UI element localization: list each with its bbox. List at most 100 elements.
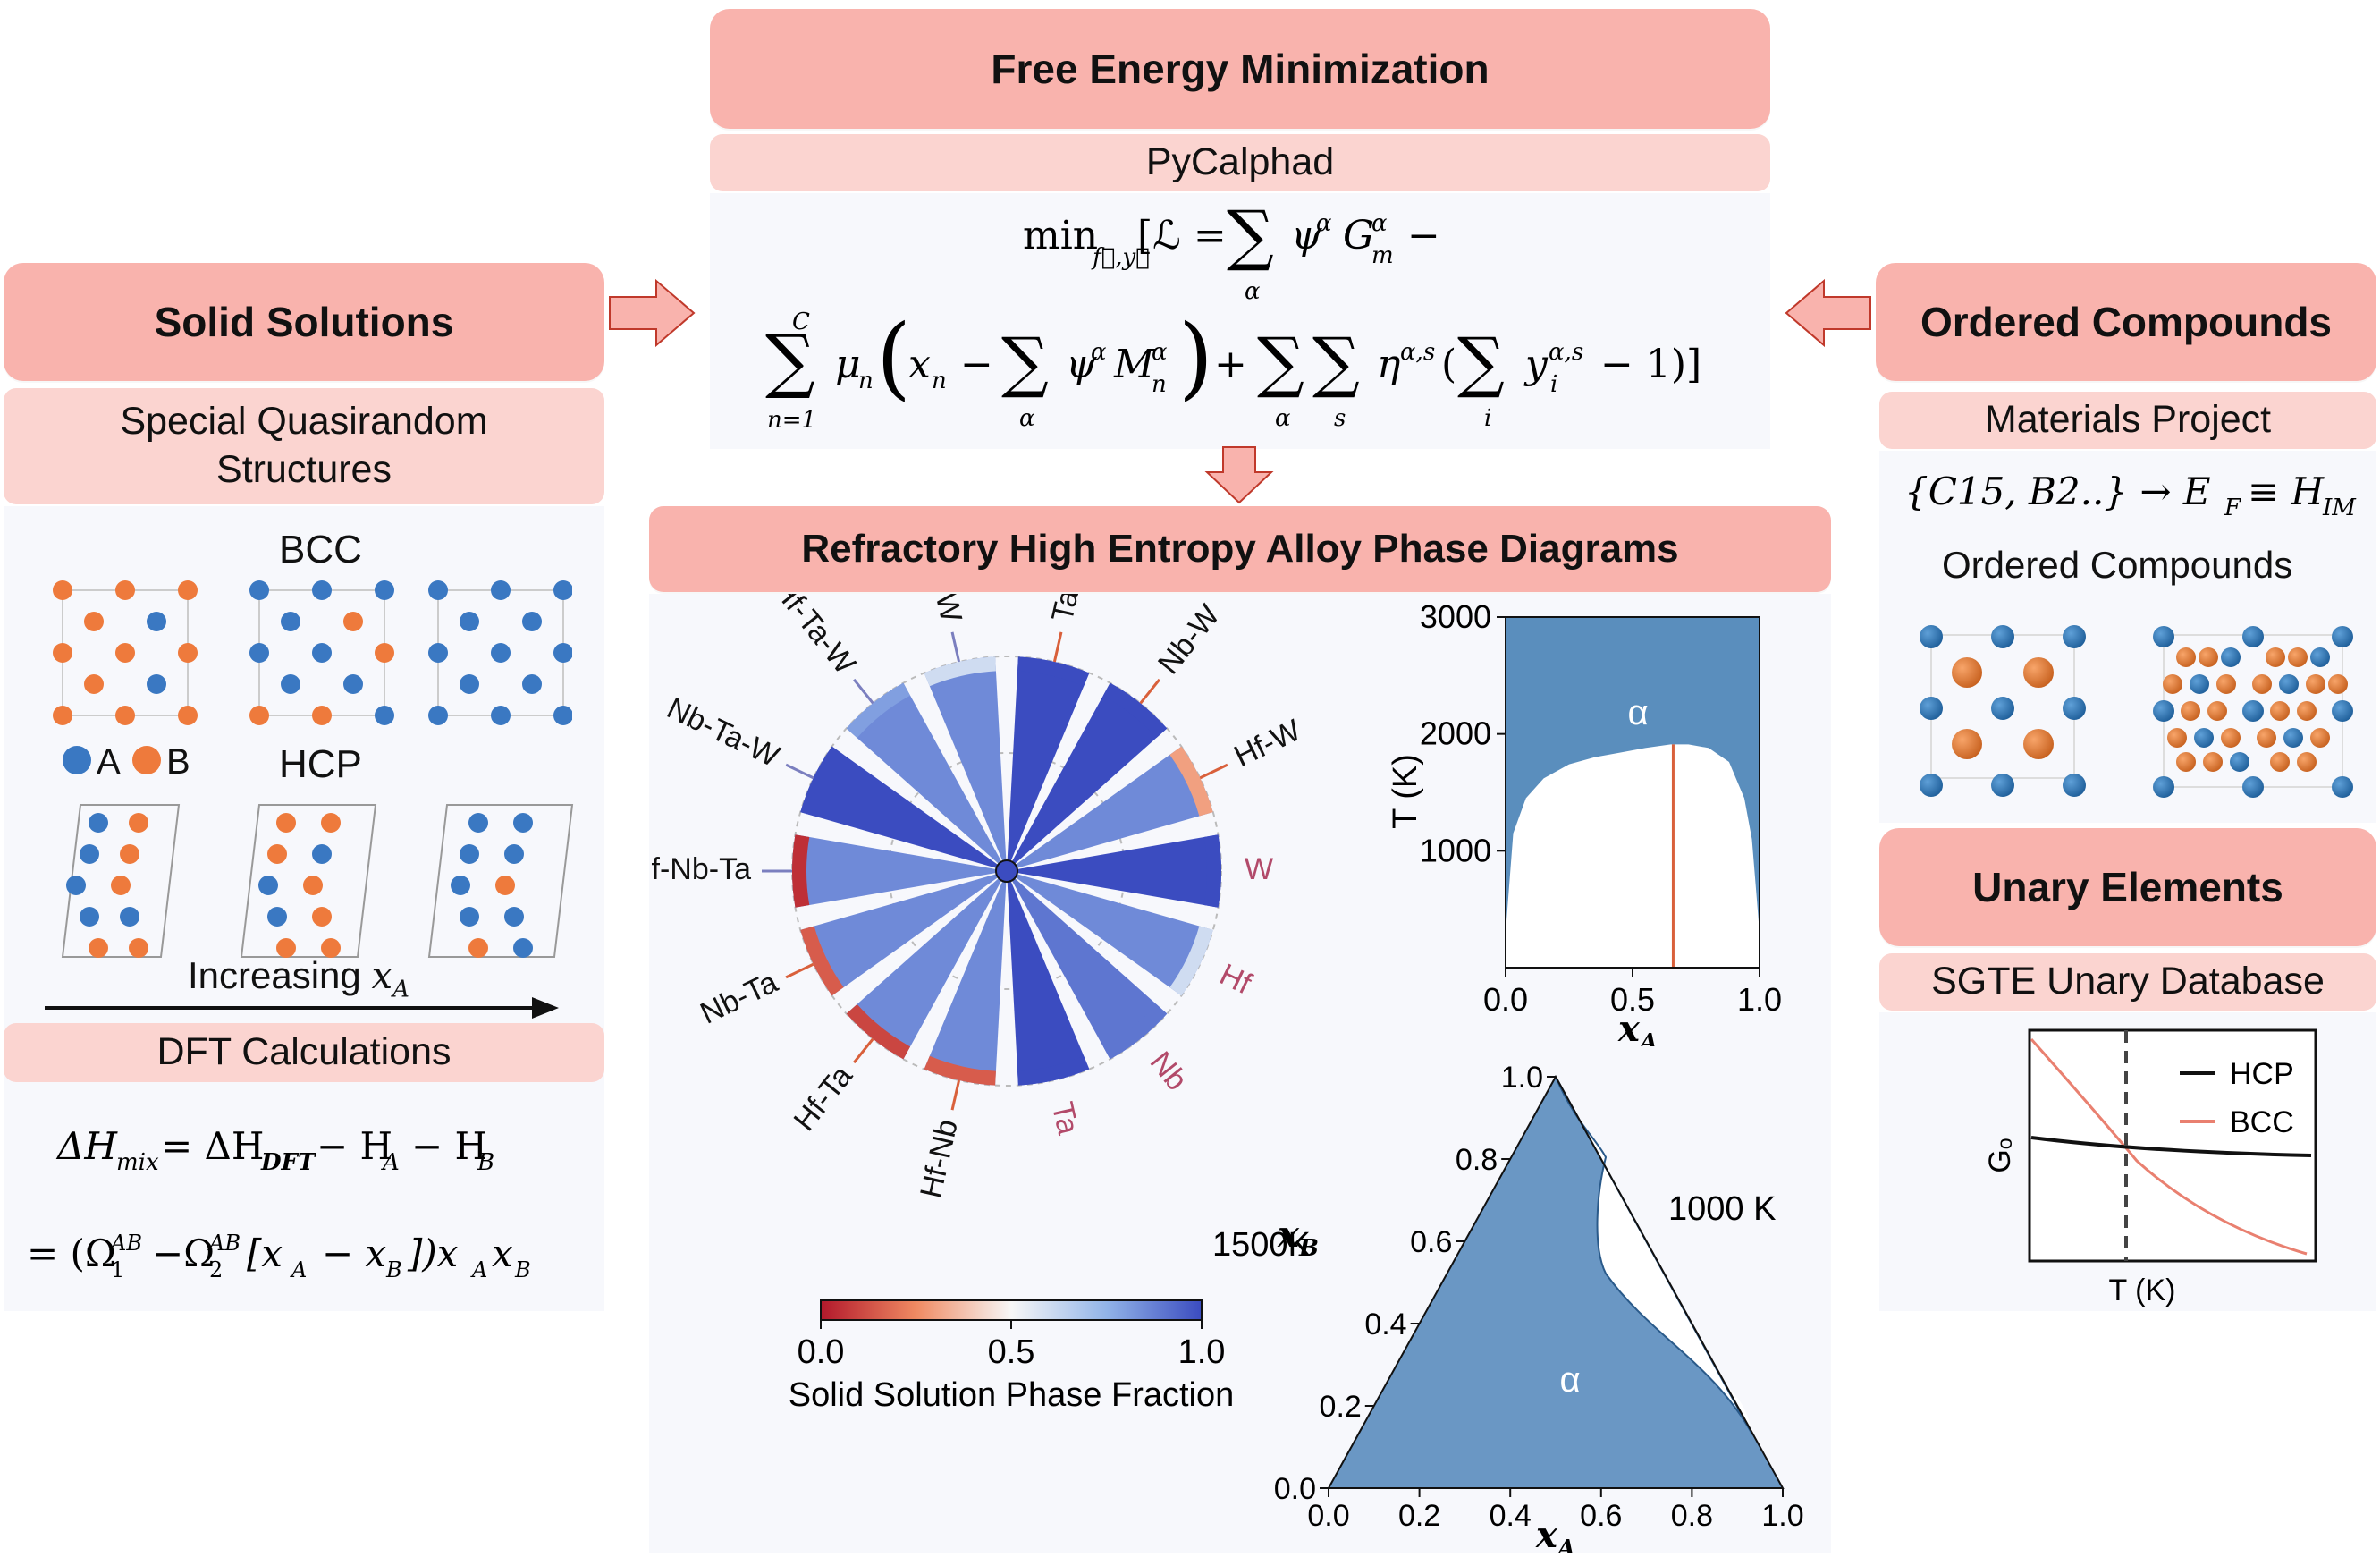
svg-text:x: x	[908, 342, 931, 387]
rhea-title: Refractory High Entropy Alloy Phase Diag…	[801, 527, 1679, 571]
radial-label-hf-nb: Hf-Nb	[914, 1116, 965, 1201]
svg-text:n: n	[858, 368, 874, 394]
radial-bar-nb-ta-w	[800, 746, 999, 868]
binary-ytick: 3000	[1420, 599, 1491, 635]
formation-energy-formula: {C15, B2..} → E F ≡ H IM	[1904, 470, 2357, 521]
svg-text:IM: IM	[2322, 495, 2357, 521]
svg-text:n=1: n=1	[767, 407, 816, 434]
svg-text:∑: ∑	[1001, 324, 1049, 401]
svg-text:α: α	[1245, 278, 1261, 305]
svg-text:i: i	[1484, 405, 1491, 432]
colorbar-tick-0: 0.0	[798, 1333, 845, 1371]
ternary-xtick: 0.6	[1580, 1499, 1622, 1533]
svg-text:F: F	[2224, 495, 2241, 521]
binary-ylabel: T (K)	[1387, 754, 1424, 829]
svg-text:n: n	[1152, 371, 1167, 398]
svg-text:])x: ])x	[407, 1231, 459, 1275]
unary-legend-hcp: HCP	[2230, 1057, 2294, 1091]
ternary-ytick: 0.2	[1320, 1390, 1362, 1424]
pycalphad-subheader: PyCalphad	[710, 134, 1770, 191]
radial-bar-nb	[1011, 877, 1168, 1060]
svg-text:2: 2	[209, 1257, 223, 1282]
svg-text:A: A	[381, 1149, 400, 1176]
increasing-arrow-icon	[45, 997, 559, 1019]
free-energy-title: Free Energy Minimization	[991, 46, 1490, 92]
dft-subheader: DFT Calculations	[4, 1023, 604, 1082]
radial-label-hf-nb-w: Hf-Nb-W	[908, 594, 967, 625]
svg-text:1: 1	[111, 1257, 124, 1282]
hcp-label: HCP	[279, 742, 362, 786]
colorbar-tick-1: 1.0	[1178, 1333, 1226, 1371]
radial-cap-nb	[1102, 1003, 1168, 1060]
svg-text:−Ω: −Ω	[152, 1231, 215, 1275]
svg-text:n: n	[932, 368, 947, 394]
svg-text:α,s: α,s	[1400, 339, 1435, 366]
ternary-alpha-label: α	[1559, 1360, 1580, 1400]
free-energy-equation: min f⃗,y⃗ [ℒ = ∑ α ψ α G α m − C ∑ n=1 μ…	[765, 197, 1701, 434]
radial-bar-nb-w	[1011, 682, 1168, 865]
radial-bar-hf-ta-w	[846, 682, 1002, 865]
svg-text:B: B	[477, 1149, 494, 1176]
radial-label-ta-w: Ta-W	[1045, 594, 1094, 625]
svg-text:f⃗,y⃗: f⃗,y⃗	[1091, 244, 1150, 271]
ternary-xtick: 0.4	[1490, 1499, 1532, 1533]
sqs-label: Special Quasirandom Structures	[120, 400, 488, 491]
ternary-ytick: 0.6	[1410, 1225, 1452, 1259]
svg-text:−: −	[1407, 213, 1440, 258]
binary-ytick: 2000	[1420, 715, 1491, 752]
svg-text:− H: − H	[316, 1124, 392, 1168]
radial-bars: WHfNbTaHf-NbHf-TaNb-TaHf-Nb-TaNb-Ta-WHf-…	[649, 594, 1306, 1201]
radial-cap-nb-ta	[800, 926, 844, 996]
svg-text:x: x	[492, 1231, 513, 1275]
svg-text:C: C	[792, 309, 810, 335]
svg-text:AB: AB	[207, 1231, 241, 1256]
radial-label-hf-ta: Hf-Ta	[788, 1059, 859, 1137]
bcc-structures	[53, 580, 572, 725]
svg-text:α: α	[1316, 210, 1332, 237]
svg-text:η: η	[1377, 342, 1400, 387]
svg-text:−: −	[960, 342, 993, 387]
legend-a-label: A	[97, 742, 121, 782]
solid-solutions-panel	[4, 506, 604, 1311]
radial-bar-ta-w	[1007, 656, 1090, 861]
bcc-cell-3	[428, 580, 572, 725]
colorbar-tick-05: 0.5	[988, 1333, 1035, 1371]
radial-cap-hf-ta	[846, 1003, 911, 1060]
arrow-right-icon	[609, 278, 696, 348]
svg-text:∑: ∑	[1312, 324, 1360, 401]
svg-text:[x: [x	[247, 1231, 283, 1275]
ternary-xlabel: xA	[1535, 1514, 1575, 1553]
binary-two-phase-region	[1506, 744, 1760, 968]
svg-text:− H: − H	[411, 1124, 487, 1168]
unary-ylabel: Gₒ	[1983, 1138, 2017, 1172]
hcp-cell-2	[240, 804, 377, 958]
svg-text:(: (	[1441, 342, 1456, 387]
radial-label-hf-w: Hf-W	[1229, 713, 1306, 774]
bcc-cell-2	[249, 580, 394, 725]
radial-cap-hf-nb	[924, 1055, 996, 1086]
radial-label-w: W	[1245, 852, 1273, 886]
ternary-xtick: 0.0	[1307, 1499, 1349, 1533]
pycalphad-label: PyCalphad	[1145, 140, 1335, 184]
ternary-alpha-region	[1329, 1077, 1783, 1488]
ternary-temperature: 1000 K	[1668, 1190, 1776, 1228]
bcc-cell-1	[53, 580, 198, 725]
legend-b-label: B	[166, 742, 190, 782]
svg-text:≡ H: ≡ H	[2248, 470, 2325, 513]
radial-cap-nb-w	[1102, 682, 1168, 739]
svg-text:(: (	[876, 305, 911, 410]
atom-b-icon	[132, 746, 161, 774]
binary-xtick: 0.5	[1610, 981, 1655, 1018]
atom-a-icon	[63, 746, 91, 774]
svg-text:mix: mix	[116, 1149, 159, 1176]
svg-text:ψ: ψ	[1066, 342, 1097, 387]
rhea-header: Refractory High Entropy Alloy Phase Diag…	[649, 506, 1831, 592]
unary-gibbs-chart: HCP BCC Gₒ T (K)	[1983, 1028, 2317, 1307]
arrow-left-icon	[1785, 278, 1871, 348]
radial-cap-nb-ta-w	[800, 746, 844, 817]
radial-cap-ta	[1017, 1055, 1090, 1086]
svg-text:A: A	[290, 1257, 307, 1282]
binary-ytick: 1000	[1420, 832, 1491, 868]
ternary-ytick: 1.0	[1501, 1061, 1543, 1095]
svg-text:∑: ∑	[765, 321, 815, 402]
